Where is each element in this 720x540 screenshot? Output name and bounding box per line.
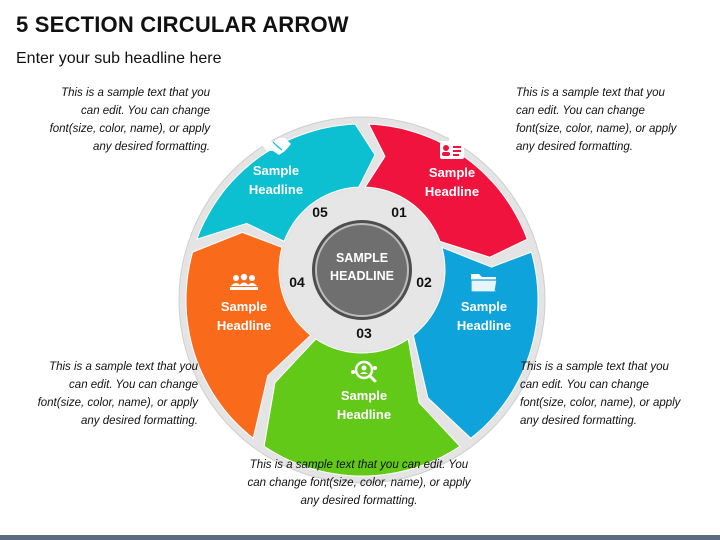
section-5-label-line2: Headline	[249, 182, 303, 197]
section-2-note: This is a sample text that you can edit.…	[520, 361, 681, 427]
page-subtitle: Enter your sub headline here	[16, 50, 222, 67]
section-3-note: This is a sample text that you can edit.…	[247, 459, 471, 507]
arrow-segment-5	[195, 123, 376, 242]
section-number-04: 04	[289, 274, 305, 290]
team-icon	[230, 273, 258, 290]
section-number-01: 01	[391, 204, 407, 220]
folder-icon	[470, 274, 498, 293]
search-people-icon	[351, 360, 377, 383]
section-2-label-line2: Headline	[457, 318, 511, 333]
section-number-03: 03	[356, 325, 372, 341]
section-4-label-line1: Sample	[221, 299, 267, 314]
section-1-note: This is a sample text that you can edit.…	[516, 87, 677, 153]
id-card-icon	[440, 137, 464, 159]
handshake-icon	[261, 138, 291, 155]
section-1-label-line2: Headline	[425, 184, 479, 199]
page-title: 5 SECTION CIRCULAR ARROW	[16, 12, 349, 37]
footer-bar	[0, 535, 720, 540]
section-5-note: This is a sample text that you can edit.…	[49, 87, 210, 153]
section-1-label-line1: Sample	[429, 165, 475, 180]
arrow-segment-3	[263, 338, 461, 477]
hub	[315, 223, 409, 317]
section-number-05: 05	[312, 204, 328, 220]
section-3-label-line1: Sample	[341, 388, 387, 403]
section-2-label-line1: Sample	[461, 299, 507, 314]
arrow-segment-4	[185, 231, 312, 440]
section-4-label-line2: Headline	[217, 318, 271, 333]
section-3-label-line2: Headline	[337, 407, 391, 422]
arrow-segment-1	[364, 123, 528, 258]
arrow-segment-2	[412, 246, 539, 439]
section-4-note: This is a sample text that you can edit.…	[37, 361, 198, 427]
section-number-02: 02	[416, 274, 432, 290]
hub-label-line2: HEADLINE	[330, 269, 394, 283]
hub-label-line1: SAMPLE	[336, 251, 388, 265]
arrow-segments	[185, 123, 539, 477]
section-5-label-line1: Sample	[253, 163, 299, 178]
